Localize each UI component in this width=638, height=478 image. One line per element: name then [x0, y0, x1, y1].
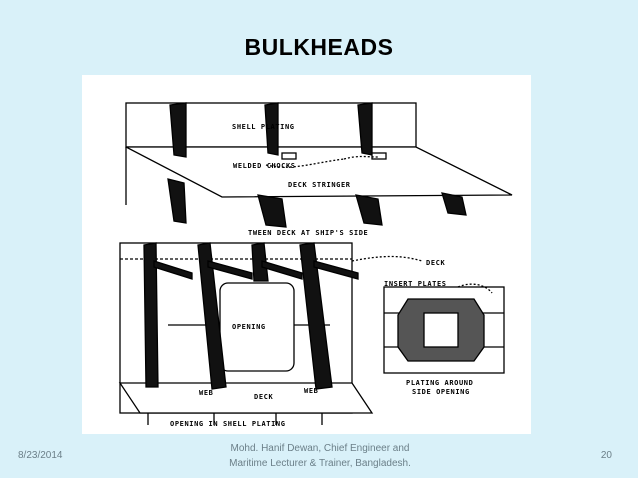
label-shell-plating: SHELL PLATING	[232, 123, 295, 131]
tween-deck-drawing	[125, 102, 513, 228]
label-deck-lower: DECK	[254, 393, 273, 401]
label-deck-stringer: DECK STRINGER	[288, 181, 351, 189]
slide-date: 8/23/2014	[18, 450, 63, 461]
label-plating-around-1: PLATING AROUND	[406, 379, 473, 387]
slide-credit: Mohd. Hanif Dewan, Chief Engineer and Ma…	[205, 441, 435, 471]
insert-plate-detail	[383, 283, 505, 374]
credit-line-1: Mohd. Hanif Dewan, Chief Engineer and	[230, 443, 410, 454]
label-web-right: WEB	[304, 387, 318, 395]
label-opening-in-shell: OPENING IN SHELL PLATING	[170, 420, 286, 428]
credit-line-2: Maritime Lecturer & Trainer, Bangladesh.	[229, 458, 411, 469]
bulkhead-diagram: SHELL PLATING WELDED CHOCKS DECK STRINGE…	[82, 75, 531, 434]
slide-title: BULKHEADS	[244, 34, 394, 60]
label-insert-plates: INSERT PLATES	[384, 280, 447, 288]
shell-opening-drawing	[118, 242, 423, 425]
label-welded-chocks: WELDED CHOCKS	[233, 162, 296, 170]
label-deck-upper: DECK	[426, 259, 445, 267]
label-opening: OPENING	[232, 323, 266, 331]
label-web-left: WEB	[199, 389, 213, 397]
page-number: 20	[600, 450, 612, 461]
label-plating-around-2: SIDE OPENING	[412, 388, 470, 396]
label-tween-deck: TWEEN DECK AT SHIP'S SIDE	[248, 229, 368, 237]
